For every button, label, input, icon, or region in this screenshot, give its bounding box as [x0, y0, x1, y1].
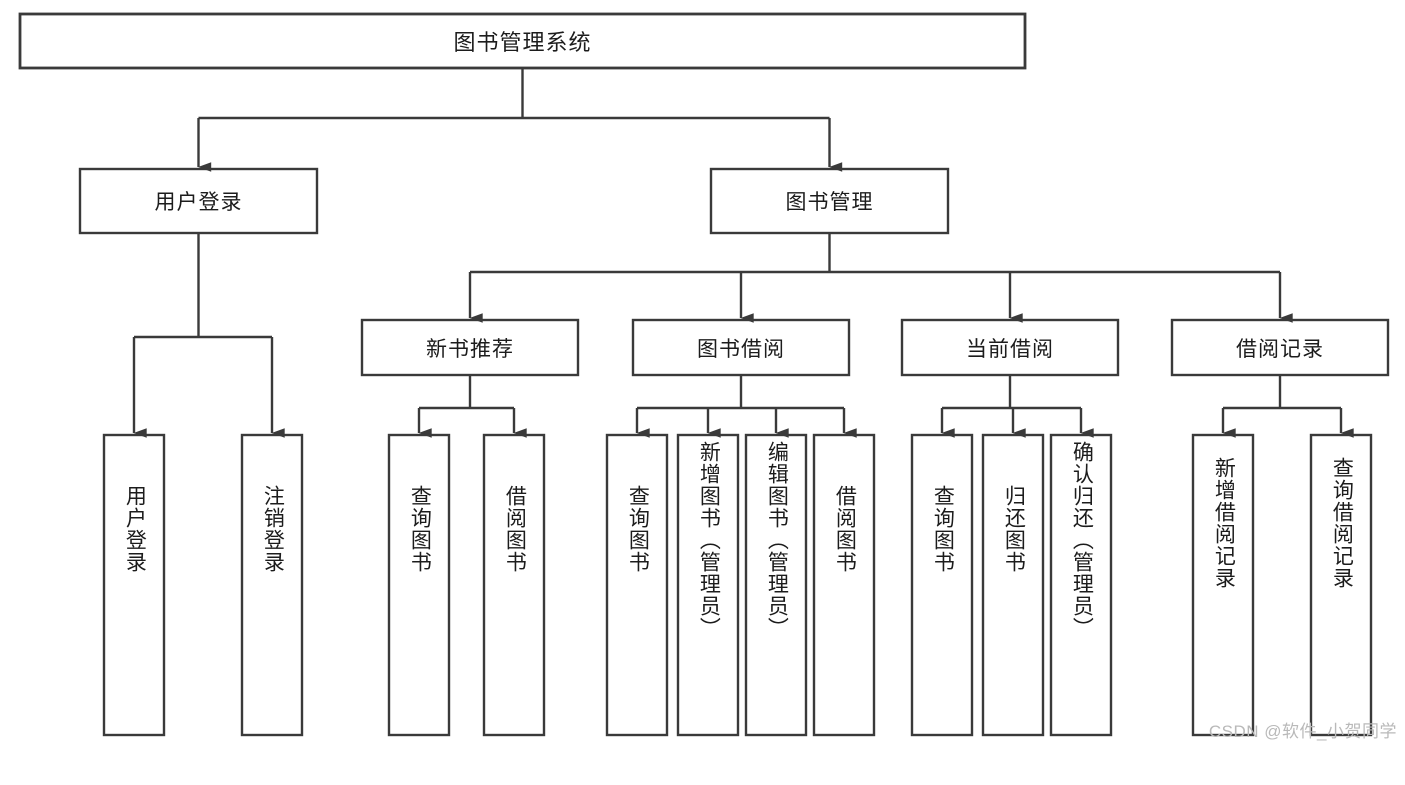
watermark-text: CSDN @软件_小贺同学 [1208, 722, 1397, 741]
node-box-leaf-bw-add-book[interactable] [676, 433, 740, 737]
node-box-leaf-bw-edit-book[interactable] [744, 433, 808, 737]
diagram-canvas: 图书管理系统 用户登录 图书管理 新书推荐 图书借阅 当前借阅 借阅记录 用户登… [18, 12, 1397, 741]
node-box-book-borrow[interactable] [631, 318, 851, 377]
node-box-borrow-record[interactable] [1170, 318, 1390, 377]
node-box-leaf-user-logout[interactable] [240, 433, 304, 737]
node-box-root[interactable] [18, 12, 1027, 70]
node-box-new-book-recommend[interactable] [360, 318, 580, 377]
tree-diagram-svg [18, 12, 1390, 737]
node-box-leaf-rc-add-record[interactable] [1191, 433, 1255, 737]
node-box-leaf-nb-borrow-book[interactable] [482, 433, 546, 737]
node-box-user-login[interactable] [78, 167, 319, 235]
node-box-leaf-cb-return-book[interactable] [981, 433, 1045, 737]
node-box-book-management[interactable] [709, 167, 950, 235]
node-box-leaf-bw-borrow-book[interactable] [812, 433, 876, 737]
node-box-leaf-cb-confirm-return[interactable] [1049, 433, 1113, 737]
node-box-leaf-cb-query-book[interactable] [910, 433, 974, 737]
node-box-current-borrow[interactable] [900, 318, 1120, 377]
node-box-leaf-bw-query-book[interactable] [605, 433, 669, 737]
node-box-leaf-rc-query-record[interactable] [1309, 433, 1373, 737]
node-box-leaf-user-login[interactable] [102, 433, 166, 737]
node-box-leaf-nb-query-book[interactable] [387, 433, 451, 737]
